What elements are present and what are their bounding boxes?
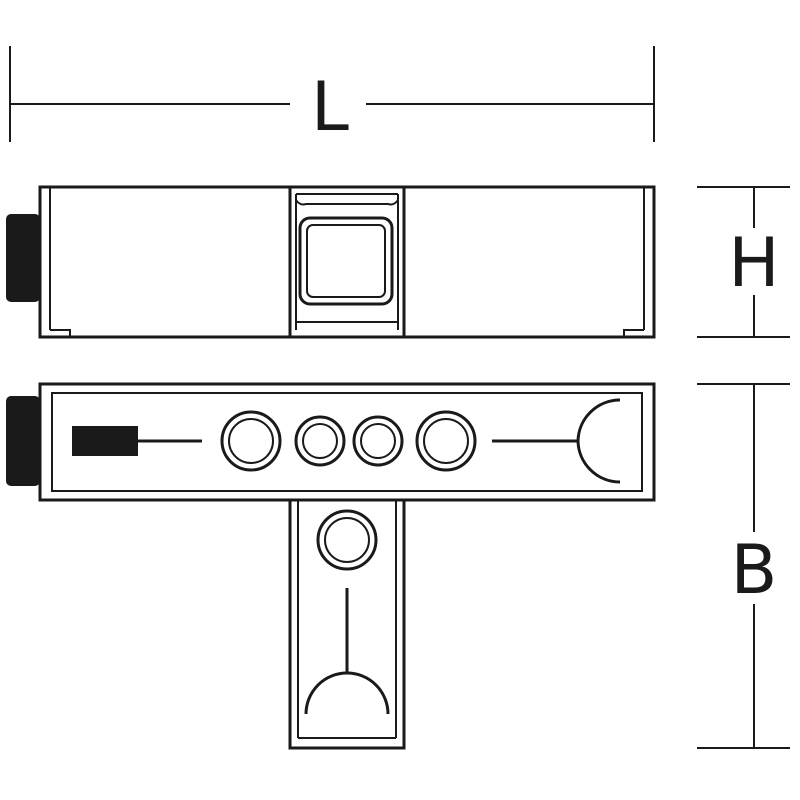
dimension-width: B (697, 383, 790, 749)
dimension-length: L (9, 46, 655, 147)
dimension-width-label: B (731, 531, 778, 610)
channel-inner (51, 392, 643, 492)
outlet-3 (352, 415, 404, 467)
end-cap-top (6, 396, 40, 486)
terminal-branch-arc (304, 671, 390, 715)
side-foot-right (623, 329, 644, 337)
end-cap-side (6, 214, 40, 302)
top-view (6, 382, 656, 750)
dimension-height-label: H (728, 224, 779, 303)
side-foot-left (50, 329, 71, 337)
junction-window-inner (306, 224, 386, 298)
junction-window (298, 216, 394, 306)
junction-housing-side (288, 185, 406, 339)
connector-left (72, 426, 138, 456)
outlet-branch (316, 509, 378, 571)
dimension-height: H (697, 186, 790, 338)
outlet-1 (220, 410, 282, 472)
branch-body (288, 500, 406, 750)
terminal-right-arc (576, 398, 621, 484)
dimension-length-label: L (311, 68, 349, 147)
junction-lip (295, 199, 399, 206)
side-view (6, 185, 656, 339)
outlet-4 (415, 410, 477, 472)
side-body (38, 185, 656, 339)
outlet-2 (294, 415, 346, 467)
channel-body (38, 382, 656, 502)
